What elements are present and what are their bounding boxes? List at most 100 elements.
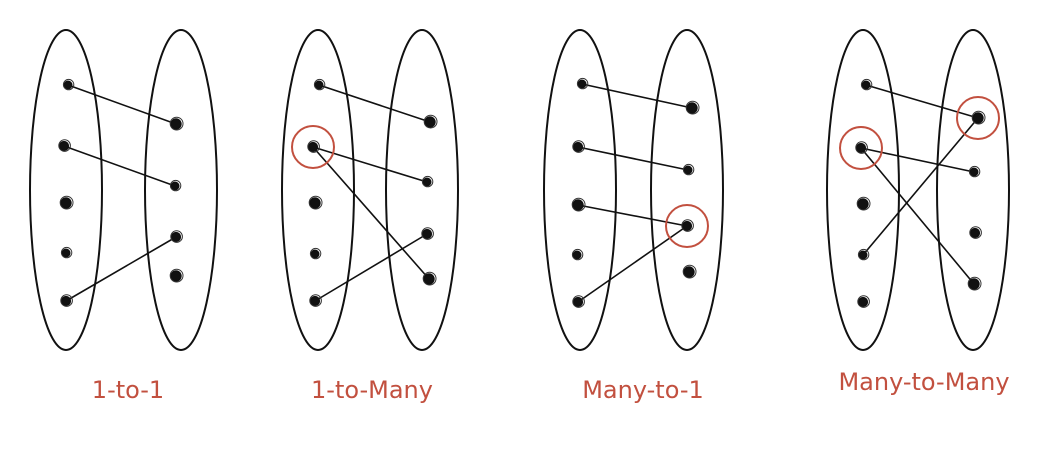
panel-many-to-1 bbox=[543, 29, 724, 351]
element-ring bbox=[571, 248, 584, 261]
right-set-element bbox=[170, 118, 182, 130]
left-set-element bbox=[857, 198, 869, 210]
right-set-element bbox=[683, 165, 693, 175]
element-ring bbox=[308, 195, 323, 210]
right-set-element bbox=[170, 231, 182, 243]
right-set-element bbox=[423, 273, 435, 285]
panel-label-many-to-1: Many-to-1 bbox=[582, 376, 704, 404]
left-set-element bbox=[572, 296, 584, 308]
mapping-edge bbox=[312, 146, 428, 183]
mapping-edge bbox=[860, 147, 975, 173]
element-ring bbox=[576, 77, 589, 90]
mapping-edge bbox=[860, 147, 975, 285]
left-set-element bbox=[61, 248, 71, 258]
left-set-element bbox=[309, 197, 321, 209]
element-ring bbox=[170, 230, 183, 243]
panel-many-to-many bbox=[826, 29, 1010, 351]
mapping-edge bbox=[865, 84, 979, 119]
element-ring bbox=[856, 196, 871, 211]
right-set-element bbox=[170, 270, 182, 282]
mapping-edge bbox=[581, 83, 693, 109]
element-ring bbox=[571, 197, 586, 212]
left-set-element bbox=[58, 140, 70, 152]
element-ring bbox=[421, 227, 434, 240]
right-set-element bbox=[969, 167, 979, 177]
element-ring bbox=[309, 247, 322, 260]
element-ring bbox=[307, 140, 320, 153]
element-ring bbox=[169, 268, 184, 283]
left-set-ellipse bbox=[29, 29, 103, 351]
right-set-element bbox=[683, 266, 695, 278]
left-set-element bbox=[307, 141, 319, 153]
left-set-element bbox=[310, 249, 320, 259]
right-set-element bbox=[968, 278, 980, 290]
right-set-element bbox=[424, 116, 436, 128]
highlight-circle bbox=[956, 96, 1000, 140]
element-ring bbox=[60, 294, 73, 307]
left-set-element bbox=[861, 80, 871, 90]
mapping-edge bbox=[314, 233, 428, 302]
element-ring bbox=[857, 295, 870, 308]
mapping-edge bbox=[862, 117, 979, 256]
element-ring bbox=[58, 139, 71, 152]
left-set-element bbox=[314, 80, 324, 90]
right-set-ellipse bbox=[385, 29, 459, 351]
panel-label-many-to-many: Many-to-Many bbox=[838, 368, 1009, 396]
element-ring bbox=[313, 78, 326, 91]
highlight-circle bbox=[665, 204, 709, 248]
left-set-element bbox=[858, 250, 868, 260]
left-set-element bbox=[60, 295, 72, 307]
mapping-edge bbox=[577, 146, 689, 171]
left-set-element bbox=[855, 142, 867, 154]
element-ring bbox=[572, 140, 585, 153]
element-ring bbox=[422, 271, 437, 286]
left-set-element bbox=[572, 199, 584, 211]
right-set-element bbox=[170, 181, 180, 191]
left-set-element bbox=[60, 197, 72, 209]
element-ring bbox=[682, 264, 697, 279]
left-set-element bbox=[309, 295, 321, 307]
element-ring bbox=[855, 141, 868, 154]
panel-label-1-to-1: 1-to-1 bbox=[92, 376, 164, 404]
right-set-element bbox=[422, 177, 432, 187]
element-ring bbox=[59, 195, 74, 210]
right-set-element bbox=[972, 112, 984, 124]
left-set-ellipse bbox=[543, 29, 617, 351]
element-ring bbox=[169, 179, 182, 192]
mapping-edge bbox=[63, 145, 176, 187]
right-set-element bbox=[421, 228, 433, 240]
left-set-element bbox=[63, 80, 73, 90]
right-set-element bbox=[969, 227, 981, 239]
panel-label-1-to-many: 1-to-Many bbox=[311, 376, 433, 404]
right-set-element bbox=[681, 220, 693, 232]
element-ring bbox=[681, 219, 694, 232]
mapping-edge bbox=[577, 225, 688, 303]
element-ring bbox=[60, 246, 73, 259]
right-set-ellipse bbox=[144, 29, 218, 351]
element-ring bbox=[968, 165, 981, 178]
element-ring bbox=[572, 295, 585, 308]
left-set-element bbox=[577, 79, 587, 89]
mapping-edge bbox=[318, 84, 431, 123]
panel-1-to-1 bbox=[29, 29, 218, 351]
element-ring bbox=[967, 276, 982, 291]
left-set-ellipse bbox=[281, 29, 355, 351]
element-ring bbox=[421, 175, 434, 188]
element-ring bbox=[971, 110, 986, 125]
left-set-element bbox=[572, 250, 582, 260]
right-set-ellipse bbox=[650, 29, 724, 351]
element-ring bbox=[169, 116, 184, 131]
element-ring bbox=[309, 294, 322, 307]
element-ring bbox=[62, 78, 75, 91]
right-set-ellipse bbox=[936, 29, 1010, 351]
element-ring bbox=[860, 78, 873, 91]
left-set-element bbox=[572, 141, 584, 153]
element-ring bbox=[857, 248, 870, 261]
highlight-circle bbox=[291, 125, 335, 169]
highlight-circle bbox=[839, 126, 883, 170]
mapping-edge bbox=[577, 204, 688, 227]
element-ring bbox=[969, 226, 982, 239]
element-ring bbox=[423, 114, 438, 129]
mapping-edge bbox=[67, 84, 177, 125]
